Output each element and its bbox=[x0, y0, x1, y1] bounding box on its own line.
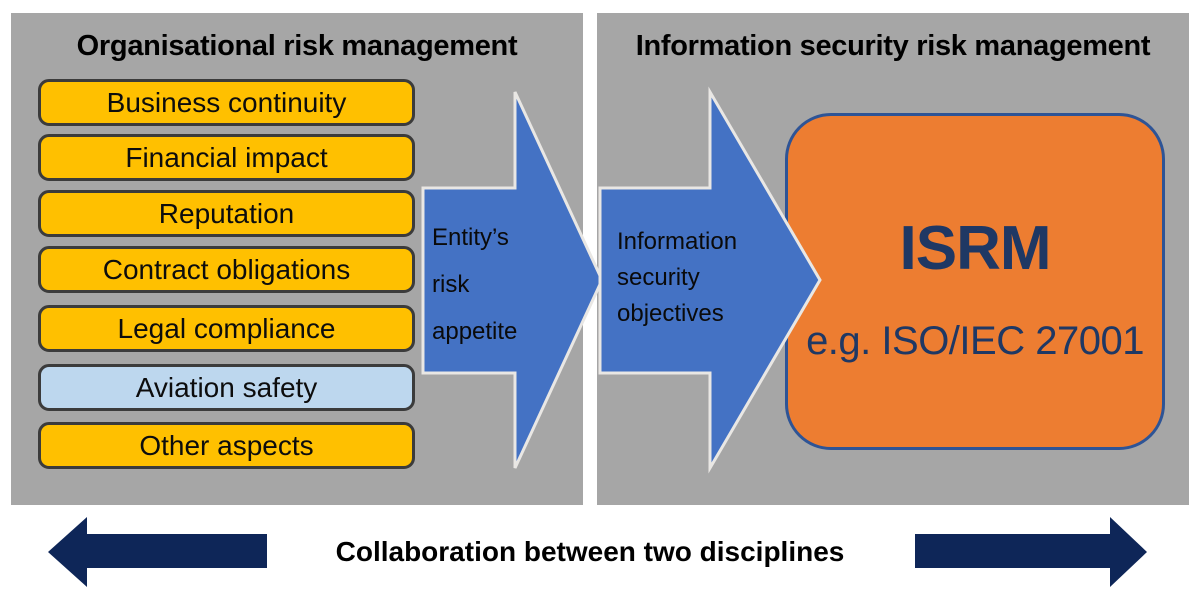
entity-risk-appetite-label: Entity’s risk appetite bbox=[432, 214, 517, 355]
entity-label-line1: Entity’s bbox=[432, 224, 509, 251]
collaboration-label: Collaboration between two disciplines bbox=[335, 536, 845, 567]
box-aviation-safety: Aviation safety bbox=[38, 364, 415, 411]
isrm-box: ISRM e.g. ISO/IEC 27001 bbox=[785, 113, 1165, 450]
objectives-label-line2: security bbox=[617, 264, 700, 291]
box-financial-impact: Financial impact bbox=[38, 134, 415, 181]
isrm-subheading: e.g. ISO/IEC 27001 bbox=[806, 319, 1144, 363]
objectives-label-line1: Information bbox=[617, 228, 738, 255]
collaboration-left-arrow bbox=[48, 517, 267, 587]
box-legal-compliance: Legal compliance bbox=[38, 305, 415, 352]
box-business-continuity: Business continuity bbox=[38, 79, 415, 126]
entity-label-line2: risk bbox=[432, 271, 470, 298]
entity-label-line3: appetite bbox=[432, 318, 518, 345]
information-security-objectives-label: Information security objectives bbox=[617, 224, 737, 332]
box-contract-obligations: Contract obligations bbox=[38, 246, 415, 293]
collaboration-right-arrow bbox=[915, 517, 1147, 587]
box-other-aspects: Other aspects bbox=[38, 422, 415, 469]
isrm-heading: ISRM bbox=[899, 214, 1052, 283]
objectives-label-line3: objectives bbox=[617, 300, 724, 327]
left-panel-title: Organisational risk management bbox=[76, 30, 518, 62]
box-reputation: Reputation bbox=[38, 190, 415, 237]
right-panel-title: Information security risk management bbox=[635, 30, 1151, 62]
